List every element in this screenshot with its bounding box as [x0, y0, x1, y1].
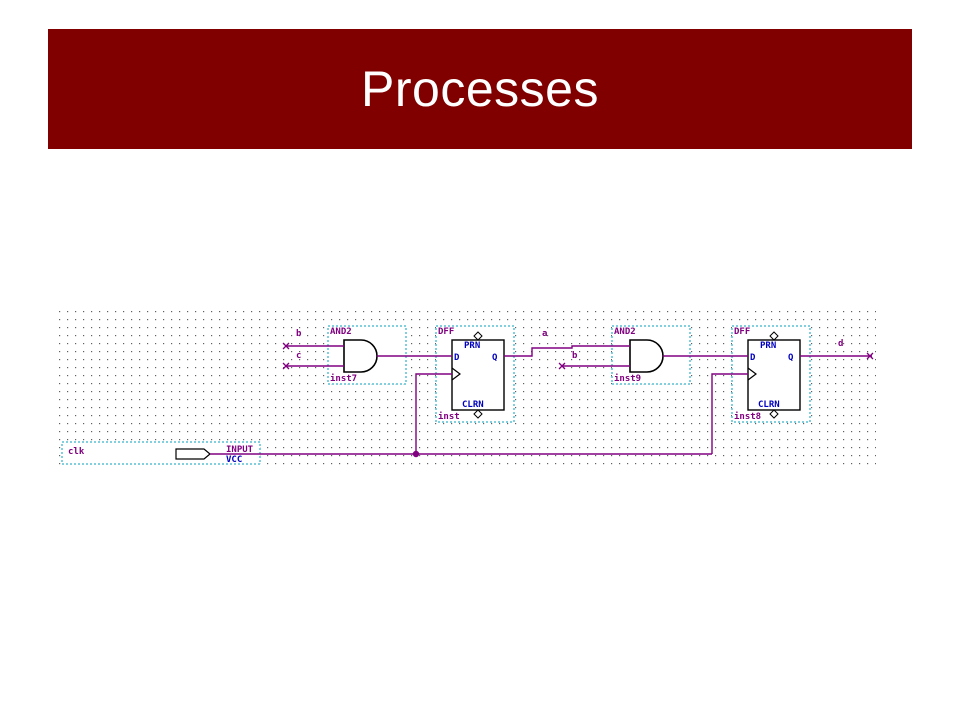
clock-input[interactable]: clk INPUT VCC: [61, 441, 261, 465]
dff-1-pin-q: Q: [492, 353, 498, 363]
clock-junction-dot: [412, 450, 420, 458]
dff-1-instance: inst: [438, 411, 460, 422]
wires: [210, 345, 872, 455]
dff-1-pin-d: D: [454, 353, 460, 363]
and-gate-2-type: AND2: [614, 327, 636, 337]
schematic-diagram: AND2 inst7 DFF PRN D Q CLRN inst AND2 in…: [56, 308, 876, 476]
slide-title: Processes: [361, 61, 599, 117]
dff-1-body: [451, 339, 505, 411]
net-label-d: d: [838, 339, 843, 349]
net-label-c: c: [296, 351, 301, 361]
dff-2-prn-bubble: [769, 331, 779, 341]
dff-1-pin-clrn: CLRN: [462, 400, 484, 410]
and-gate-1[interactable]: AND2 inst7: [327, 325, 407, 385]
slide-title-bar: Processes: [48, 29, 912, 149]
dff-2-pin-prn: PRN: [760, 341, 776, 351]
net-label-a: a: [542, 329, 547, 339]
and-gate-1-symbol: [343, 339, 378, 373]
net-label-b-1: b: [296, 329, 302, 339]
clock-input-default: VCC: [226, 455, 242, 465]
dff-2-body: [747, 339, 801, 411]
wire-terminators: [282, 342, 874, 370]
dff-1-clrn-bubble: [473, 409, 483, 419]
dff-2-type: DFF: [734, 327, 750, 337]
dff-2-pin-clrn: CLRN: [758, 400, 780, 410]
dff-1-clock-triangle: [451, 367, 461, 381]
dff-1-prn-bubble: [473, 331, 483, 341]
clock-input-pin-symbol: [175, 448, 211, 460]
and-gate-2-instance: inst9: [614, 373, 641, 384]
clock-net-label: clk: [68, 447, 85, 457]
and-gate-2[interactable]: AND2 inst9: [611, 325, 691, 385]
and-gate-1-instance: inst7: [330, 373, 357, 384]
and-gate-1-type: AND2: [330, 327, 352, 337]
dff-2-instance: inst8: [734, 411, 761, 422]
dff-1-pin-prn: PRN: [464, 341, 480, 351]
and-gate-2-symbol: [629, 339, 664, 373]
dff-2-clrn-bubble: [769, 409, 779, 419]
dff-2-clock-triangle: [747, 367, 757, 381]
net-label-b-2: b: [572, 351, 578, 361]
clock-input-type: INPUT: [226, 445, 254, 455]
dff-1-type: DFF: [438, 327, 454, 337]
dff-2-pin-d: D: [750, 353, 756, 363]
dff-2-pin-q: Q: [788, 353, 794, 363]
